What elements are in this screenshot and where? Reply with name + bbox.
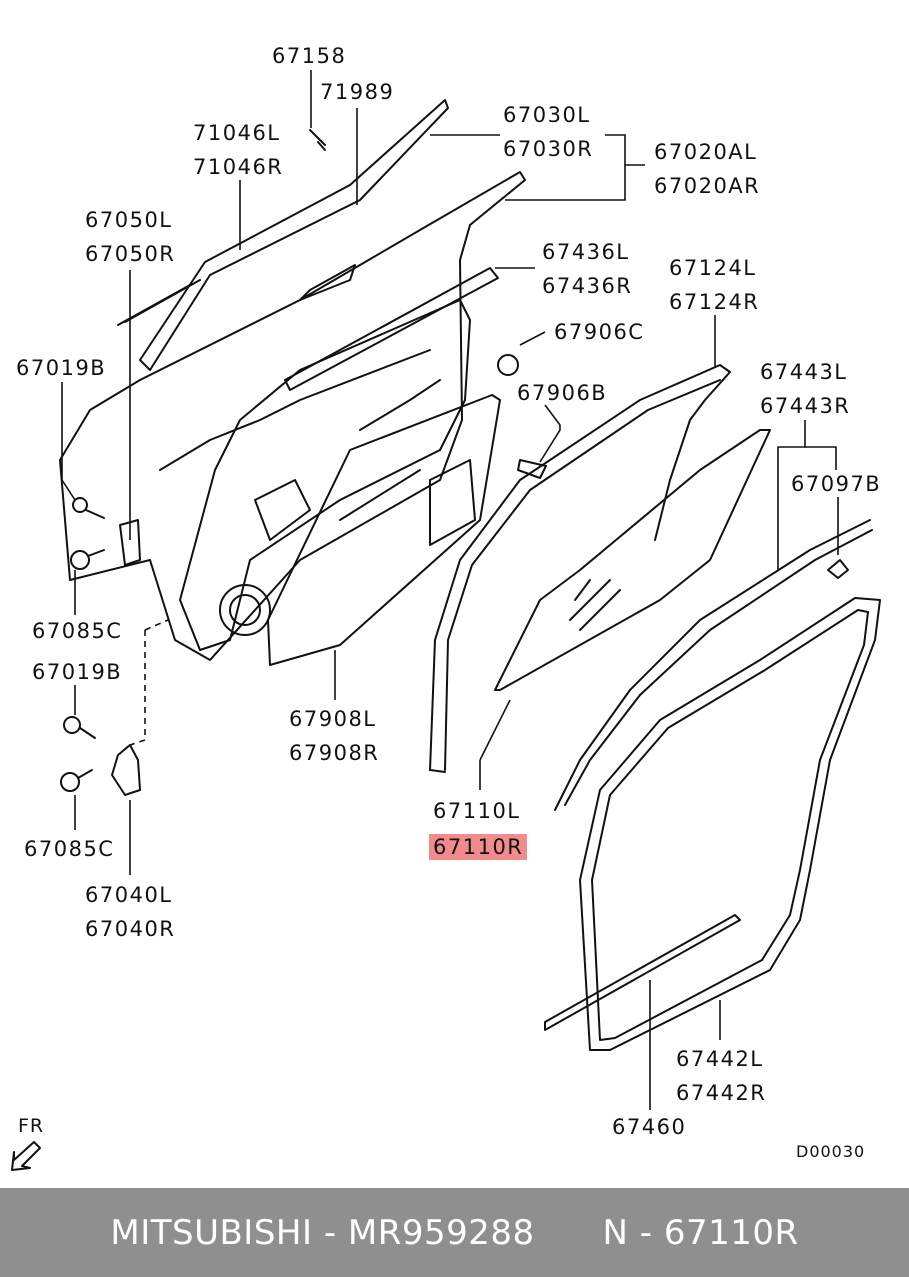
callout-67019b-upper: 67019B xyxy=(16,356,107,380)
callout-67908l: 67908L xyxy=(289,707,377,731)
callout-71046l: 71046L xyxy=(193,121,281,145)
footer-reference: N - 67110R xyxy=(602,1212,799,1253)
parts-diagram: 67158 71989 71046L 71046R 67030L 67030R … xyxy=(11,44,882,1171)
callout-67085c-lower: 67085C xyxy=(24,837,115,861)
callout-67019b-lower: 67019B xyxy=(32,660,123,684)
callout-67020al: 67020AL xyxy=(654,140,758,164)
front-direction-label: FR xyxy=(18,1115,45,1137)
callout-67097b: 67097B xyxy=(791,472,882,496)
callout-67110l: 67110L xyxy=(433,799,521,823)
callout-67040l: 67040L xyxy=(85,883,173,907)
callout-67110r-highlighted: 67110R xyxy=(429,834,528,860)
callout-71046r: 71046R xyxy=(193,155,284,179)
callout-67436l: 67436L xyxy=(542,240,630,264)
callout-67158: 67158 xyxy=(272,44,347,68)
callout-67050r: 67050R xyxy=(85,242,176,266)
footer-gap xyxy=(535,1213,603,1253)
callout-67443l: 67443L xyxy=(760,360,848,384)
footer-part-info: MITSUBISHI - MR959288 N - 67110R xyxy=(110,1213,798,1253)
callout-67442l: 67442L xyxy=(676,1047,764,1071)
callout-67442r: 67442R xyxy=(676,1081,767,1105)
callout-67020ar: 67020AR xyxy=(654,174,761,198)
callout-67908r: 67908R xyxy=(289,741,380,765)
callout-67040r: 67040R xyxy=(85,917,176,941)
callout-67906b: 67906B xyxy=(517,381,608,405)
callout-67906c: 67906C xyxy=(554,320,645,344)
callout-67050l: 67050L xyxy=(85,208,173,232)
door-exploded-view-drawing xyxy=(11,70,881,1171)
diagram-code: D00030 xyxy=(796,1142,866,1161)
callout-67436r: 67436R xyxy=(542,274,633,298)
callout-67443r: 67443R xyxy=(760,394,851,418)
footer-part-number: MR959288 xyxy=(347,1212,535,1253)
callout-67124r: 67124R xyxy=(669,290,760,314)
callout-67030r: 67030R xyxy=(503,137,594,161)
callout-67085c-upper: 67085C xyxy=(32,619,123,643)
callout-71989: 71989 xyxy=(320,80,395,104)
footer-separator: - xyxy=(312,1212,348,1253)
callout-67030l: 67030L xyxy=(503,103,591,127)
footer-brand: MITSUBISHI xyxy=(110,1212,313,1253)
callout-67124l: 67124L xyxy=(669,256,757,280)
callout-67460: 67460 xyxy=(612,1115,687,1139)
footer-bar: MITSUBISHI - MR959288 N - 67110R xyxy=(0,1188,909,1277)
